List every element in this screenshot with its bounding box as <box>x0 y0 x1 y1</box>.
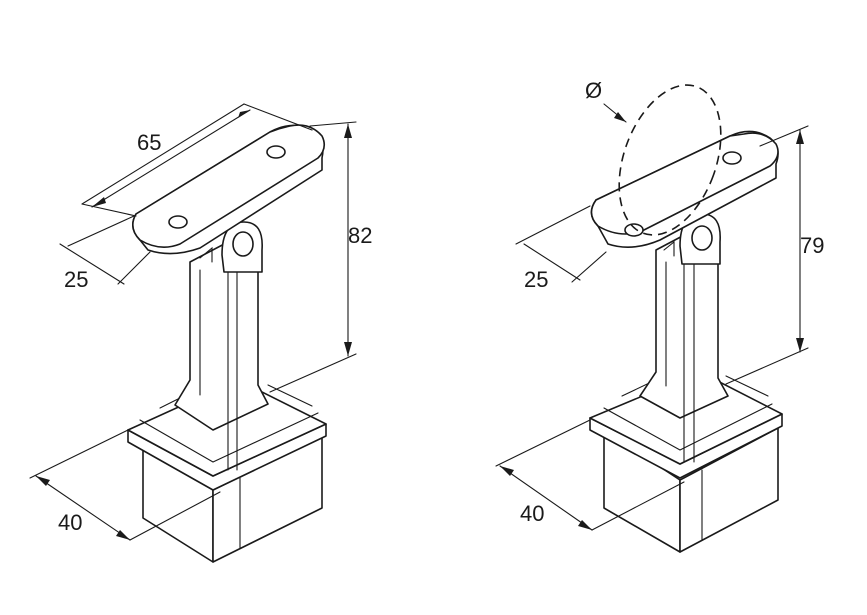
handrail-outline <box>618 84 722 236</box>
right-top-plate <box>590 130 779 248</box>
left-dim-base: 40 <box>58 510 82 535</box>
left-base-tube <box>142 435 323 563</box>
left-dim-height: 82 <box>348 223 372 248</box>
left-bracket <box>127 124 327 563</box>
left-dim-length: 65 <box>137 130 161 155</box>
right-dim-base: 40 <box>520 501 544 526</box>
right-dim-height: 79 <box>800 233 824 258</box>
right-dim-diameter: Ø <box>585 78 602 103</box>
left-dim-width: 25 <box>64 267 88 292</box>
left-top-plate <box>132 124 326 255</box>
left-dimensions: 65 25 82 40 <box>29 103 372 541</box>
right-bracket <box>589 84 783 553</box>
right-dim-width: 25 <box>524 267 548 292</box>
right-flange <box>589 371 783 479</box>
right-stem <box>639 213 729 463</box>
right-dimensions: Ø 25 79 40 <box>495 78 824 531</box>
left-stem <box>174 221 269 471</box>
